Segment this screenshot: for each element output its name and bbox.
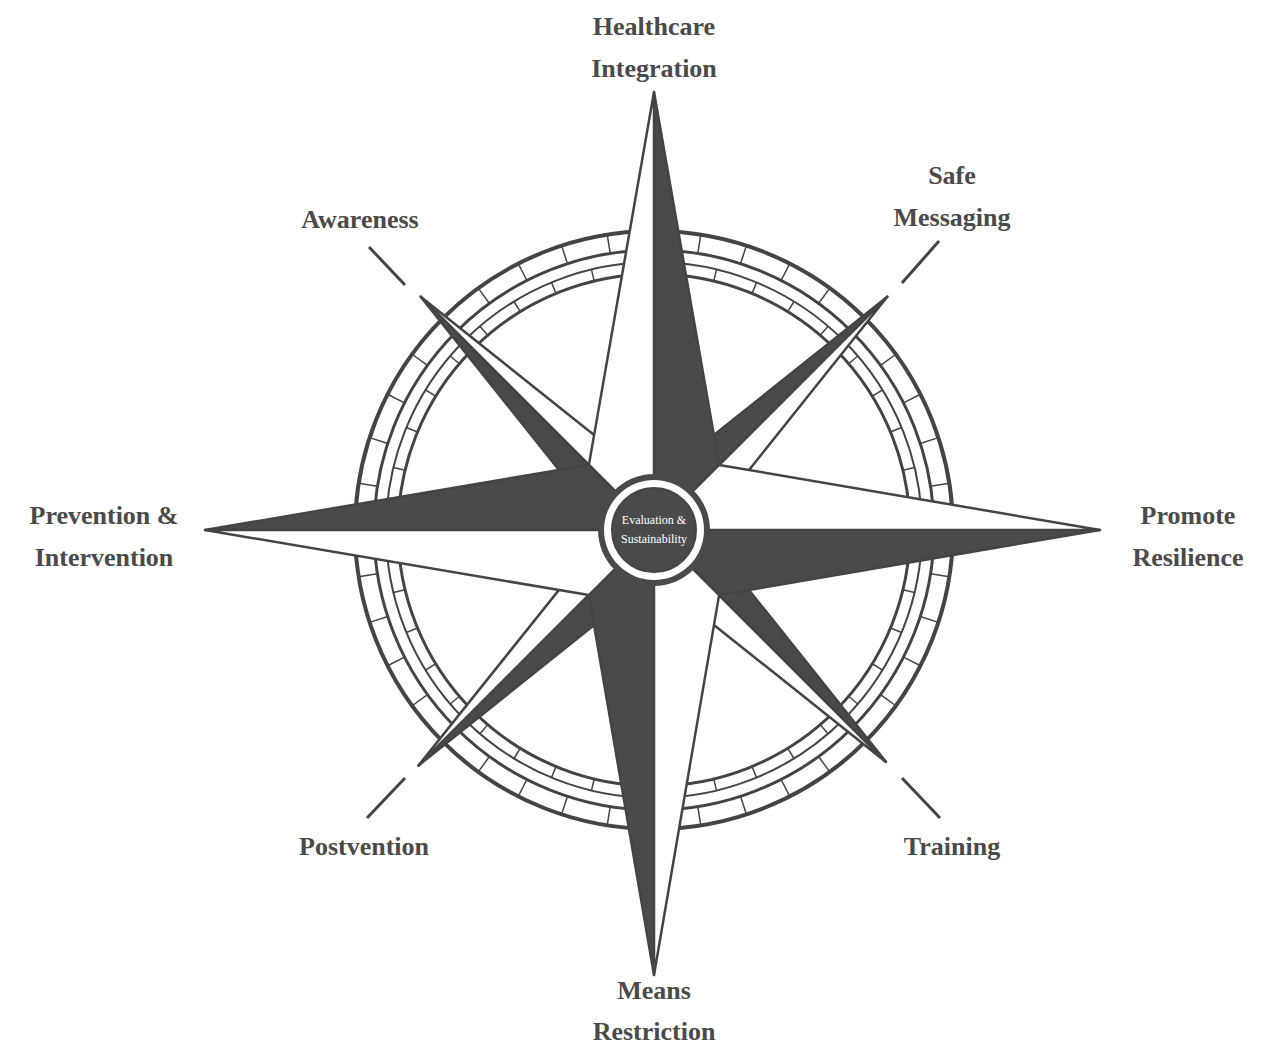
center-text: Evaluation & Sustainability <box>614 511 694 549</box>
compass-label: Training <box>872 826 1032 868</box>
compass-star <box>205 92 1100 975</box>
compass-label: Promote Resilience <box>1108 495 1268 578</box>
leader-lines <box>367 241 940 818</box>
center-circle: Evaluation & Sustainability <box>610 486 698 574</box>
compass-label: Healthcare Integration <box>544 6 764 89</box>
circle-shape <box>610 486 698 574</box>
compass-label: Awareness <box>270 199 450 241</box>
compass-label: Safe Messaging <box>867 155 1037 238</box>
compass-label: Means Restriction <box>559 970 749 1053</box>
compass-label: Prevention & Intervention <box>4 495 204 578</box>
compass-label: Postvention <box>274 826 454 868</box>
